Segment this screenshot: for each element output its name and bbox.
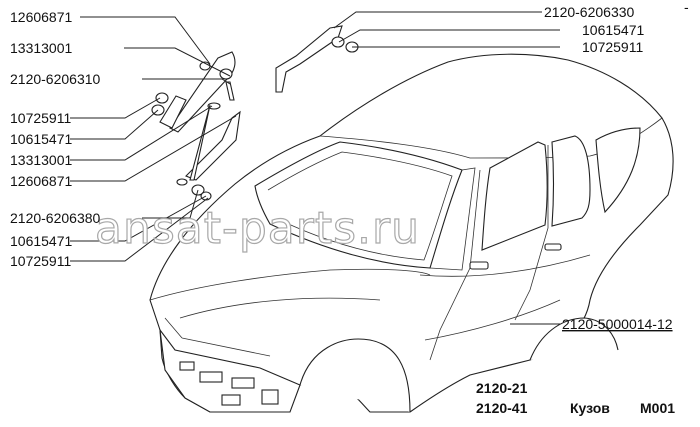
callout-label: 13313001 (10, 152, 73, 168)
body-part-label: 2120-5000014-12 (562, 316, 673, 332)
callout-label: 12606871 (10, 173, 73, 189)
model-code-2: 2120-41 (476, 400, 528, 416)
top-roof-rail-parts (275, 25, 359, 93)
car-body-drawing (149, 53, 674, 413)
footer-info: 2120-21 2120-41 Кузов M001 (476, 380, 675, 416)
left-callout-labels: 12606871 13313001 2120-6206310 10725911 … (10, 9, 101, 269)
callout-label: 10725911 (10, 253, 71, 269)
callout-label: 10725911 (10, 110, 71, 126)
callout-label: 2120-6206310 (10, 71, 101, 87)
callout-label: 10615471 (10, 131, 73, 147)
callout-label: 10615471 (10, 233, 73, 249)
left-roof-rail-parts (151, 51, 241, 201)
callout-label: 2120-6206380 (10, 210, 101, 226)
model-code-1: 2120-21 (476, 380, 528, 396)
callout-label: 12606871 (10, 9, 73, 25)
callout-label: 10725911 (582, 39, 643, 55)
callout-label: 10615471 (582, 22, 645, 38)
callout-label: 2120-6206330 (544, 4, 635, 20)
right-callout-labels: 2120-6206330 10615471 10725911 2120-5000… (544, 0, 689, 332)
callout-label: 13313001 (10, 40, 73, 56)
leader-lines (70, 11, 560, 325)
section-title: Кузов (570, 400, 610, 416)
watermark-text: ansat-parts.ru (95, 203, 420, 254)
diagram-code: M001 (640, 400, 675, 416)
corner-mark: - (684, 0, 689, 15)
